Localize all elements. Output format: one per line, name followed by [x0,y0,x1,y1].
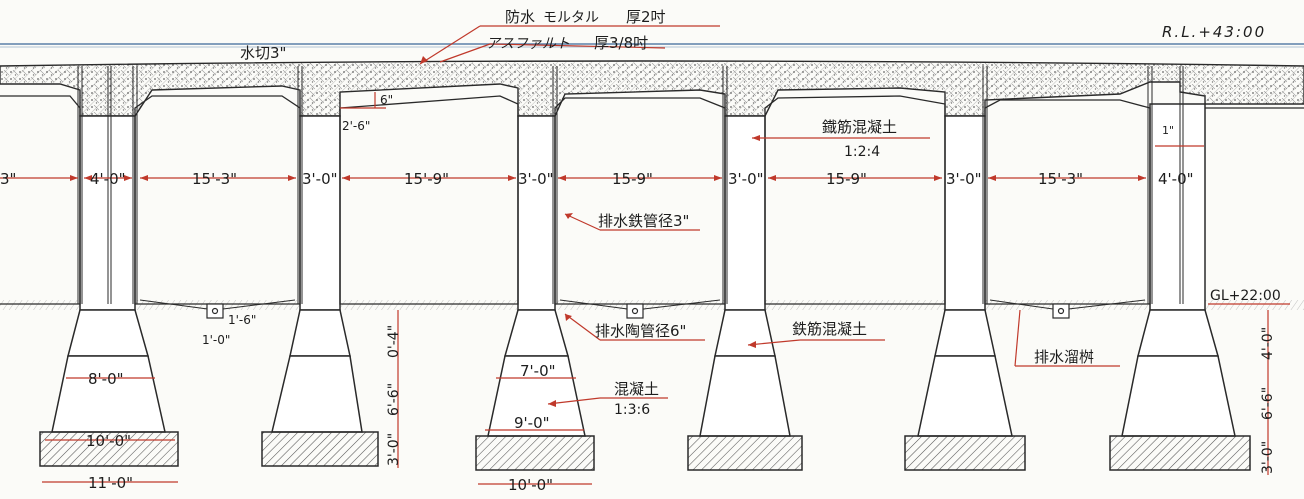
footing-6 [1109,309,1251,471]
span-label: 3'-0" [728,170,764,188]
right-h1-dim: 4'-0" [1260,327,1276,360]
ground-hatch [0,300,1304,310]
pillar-6 [1149,103,1206,311]
footing-dim: 9'-0" [514,414,550,432]
span-label: 3'-0" [518,170,554,188]
footing-1 [39,309,179,467]
cell-0 [0,95,81,305]
span-label: 4'-0" [1158,170,1194,188]
sump-2 [626,303,644,319]
asphalt-label: アスファルト [486,36,570,52]
footing-dim: 10'-0" [508,476,553,494]
drain-pipes [77,66,1184,304]
footing-3 [475,309,595,471]
mortar-thickness-label: 厚2吋 [626,8,666,26]
small-gap-dim: 1" [1162,124,1174,137]
span-label: 3" [0,170,16,188]
concrete-label: 混凝土 [614,380,659,398]
waterproof-label: 防水 [505,8,535,26]
pillar-3 [517,115,556,311]
footing-dim: 10'-0" [86,432,131,450]
footings [39,309,1251,471]
span-label: 15'-3" [192,170,237,188]
haunch-h-dim: 2'-6" [342,119,370,133]
concrete-mix-label: 1:3:6 [614,402,650,418]
cell-2 [339,95,519,305]
pillar-5 [944,115,986,311]
mizukiri-label: 水切3" [240,44,286,62]
drain-clay-label: 排水陶管径6" [595,322,686,340]
cell-4 [764,95,946,305]
span-label: 15'-9" [404,170,449,188]
right-h2-dim: 6'-6" [1260,387,1276,420]
drain-sump-label: 排水溜桝 [1034,348,1094,366]
span-label: 3'-0" [946,170,982,188]
span-label: 15-9" [612,170,653,188]
mortar-bracket-label: モルタル [543,10,599,26]
span-label: 4'-0" [90,170,126,188]
footing-dim: 11'-0" [88,474,133,492]
sump-depth-dim: 1'-0" [202,333,230,347]
dimension-lines [0,25,1290,485]
sump-3 [1052,303,1070,319]
pillar-2 [299,115,341,311]
arrowheads [70,56,1146,407]
pier-mid-dim: 6'-6" [386,383,402,416]
cell-3 [554,97,726,305]
rc-footing-label: 鉄筋混凝土 [792,320,867,338]
deck-slab-hatch [0,61,1304,116]
cell-1 [134,95,301,305]
rc-deck-label: 鐡筋混凝土 [822,118,897,136]
sump-width-dim: 1'-6" [228,313,256,327]
pier-top-dim: 0'-4" [386,325,402,358]
footing-2 [261,309,379,467]
pillars [79,103,1206,311]
footing-h-dim: 3'-0" [386,433,402,466]
footing-5 [904,309,1026,471]
footing-dim: 8'-0" [88,370,124,388]
box-cells [0,95,1304,305]
drain-sumps [206,303,1070,319]
rl-label: R.L.+43:00 [1162,23,1266,41]
right-h3-dim: 3'-0" [1260,441,1276,474]
span-label: 15-9" [826,170,867,188]
span-label: 3'-0" [302,170,338,188]
gl-label: GL+22:00 [1210,288,1281,304]
pillar-4 [724,115,766,311]
rc-deck-mix-label: 1:2:4 [844,144,880,160]
sump-1 [206,303,224,319]
span-label: 15'-3" [1038,170,1083,188]
drain-iron-label: 排水鉄管径3" [598,212,689,230]
haunch-v-dim: 6" [380,93,393,107]
cell-5 [984,99,1151,305]
footing-dim: 7'-0" [520,362,556,380]
footing-4 [687,309,803,471]
asphalt-thickness-label: 厚3/8吋 [594,34,648,52]
